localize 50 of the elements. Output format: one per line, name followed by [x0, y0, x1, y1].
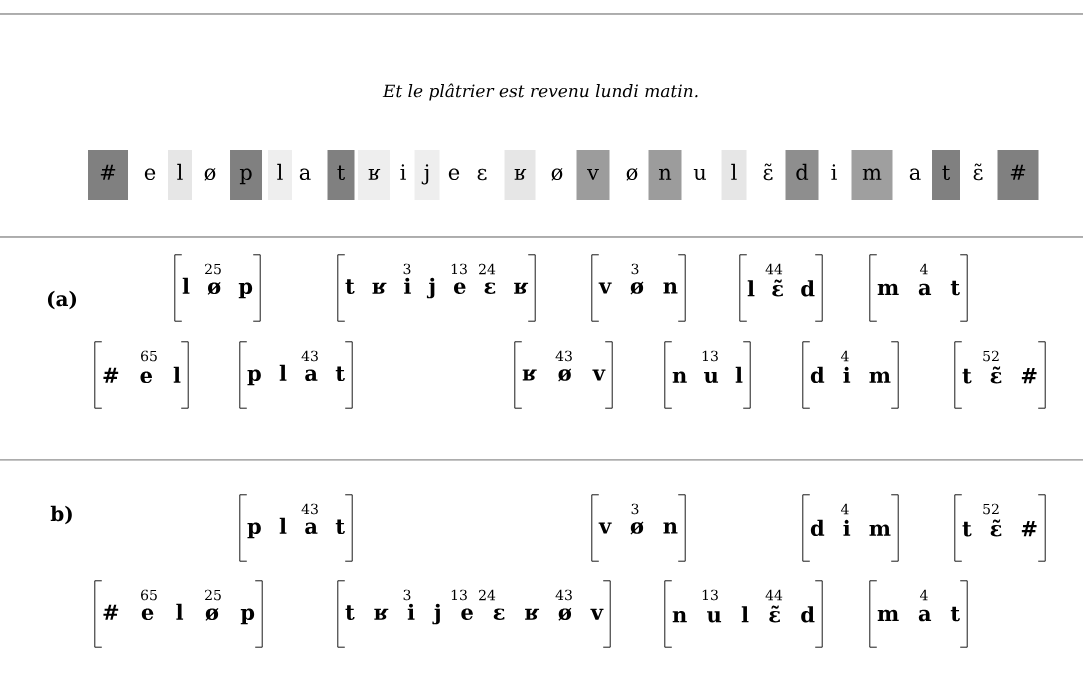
phoneme-cell: j	[414, 150, 440, 200]
phoneme: ø	[626, 167, 638, 181]
phoneme-cell: d	[785, 150, 819, 200]
phoneme-cell: l	[721, 150, 747, 200]
phoneme-cell: v	[576, 150, 610, 200]
bracketed-segment: m a t 4	[869, 580, 968, 648]
phoneme-cell: ʁ	[358, 150, 390, 200]
bracketed-segment: # e l ø p 65 25	[94, 580, 263, 648]
phoneme: ɛ̃	[763, 163, 773, 181]
phoneme-cell: ʁ	[504, 150, 536, 200]
bracketed-segment: t ʁ i j e ɛ ʁ ø v 3 13 24 43	[337, 580, 611, 648]
phoneme: u	[693, 168, 706, 181]
row-label: b)	[50, 505, 72, 525]
bracketed-segment: p l a t 43	[239, 494, 353, 562]
bracketed-segment: p l a t 43	[239, 341, 353, 409]
bracketed-segment: d i m 4	[802, 341, 899, 409]
bracketed-segment: # e l 65	[94, 341, 189, 409]
phoneme: e	[448, 168, 460, 181]
phoneme: i	[400, 164, 406, 180]
phoneme-cell: #	[997, 150, 1039, 200]
phoneme: ɛ	[477, 168, 487, 181]
phoneme-cell: l	[268, 150, 292, 200]
phoneme-cell: p	[230, 150, 262, 200]
phoneme-cell: m	[851, 150, 893, 200]
phoneme: e	[144, 168, 156, 181]
phoneme: ø	[204, 167, 216, 181]
phoneme: ɛ̃	[973, 163, 983, 181]
phoneme-cell: t	[327, 150, 355, 200]
bracketed-segment: n u l 13	[664, 341, 751, 409]
bracketed-segment: d i m 4	[802, 494, 899, 562]
phoneme: a	[909, 168, 921, 181]
bracketed-segment: ʁ ø v 43	[514, 341, 613, 409]
phoneme-cell: l	[168, 150, 192, 200]
row-label: (a)	[47, 290, 77, 310]
bracketed-segment: t ɛ̃ # 52	[954, 341, 1046, 409]
phoneme: ø	[551, 167, 563, 181]
bracketed-segment: t ʁ i j e ɛ ʁ 3 13 24	[337, 254, 536, 322]
bracketed-segment: v ø n 3	[591, 494, 686, 562]
phoneme: i	[831, 164, 837, 180]
phoneme-cell: n	[648, 150, 682, 200]
bracketed-segment: t ɛ̃ # 52	[954, 494, 1046, 562]
bracketed-segment: n u l ɛ̃ d 13 44	[664, 580, 823, 648]
bracketed-segment: l ø p 25	[174, 254, 261, 322]
bracketed-segment: m a t 4	[869, 254, 968, 322]
phoneme-cell: t	[932, 150, 960, 200]
bracketed-segment: v ø n 3	[591, 254, 686, 322]
phoneme-cell: #	[88, 150, 128, 200]
phoneme: a	[299, 168, 311, 181]
bracketed-segment: l ɛ̃ d 44	[739, 254, 823, 322]
title: Et le plâtrier est revenu lundi matin.	[382, 83, 698, 101]
